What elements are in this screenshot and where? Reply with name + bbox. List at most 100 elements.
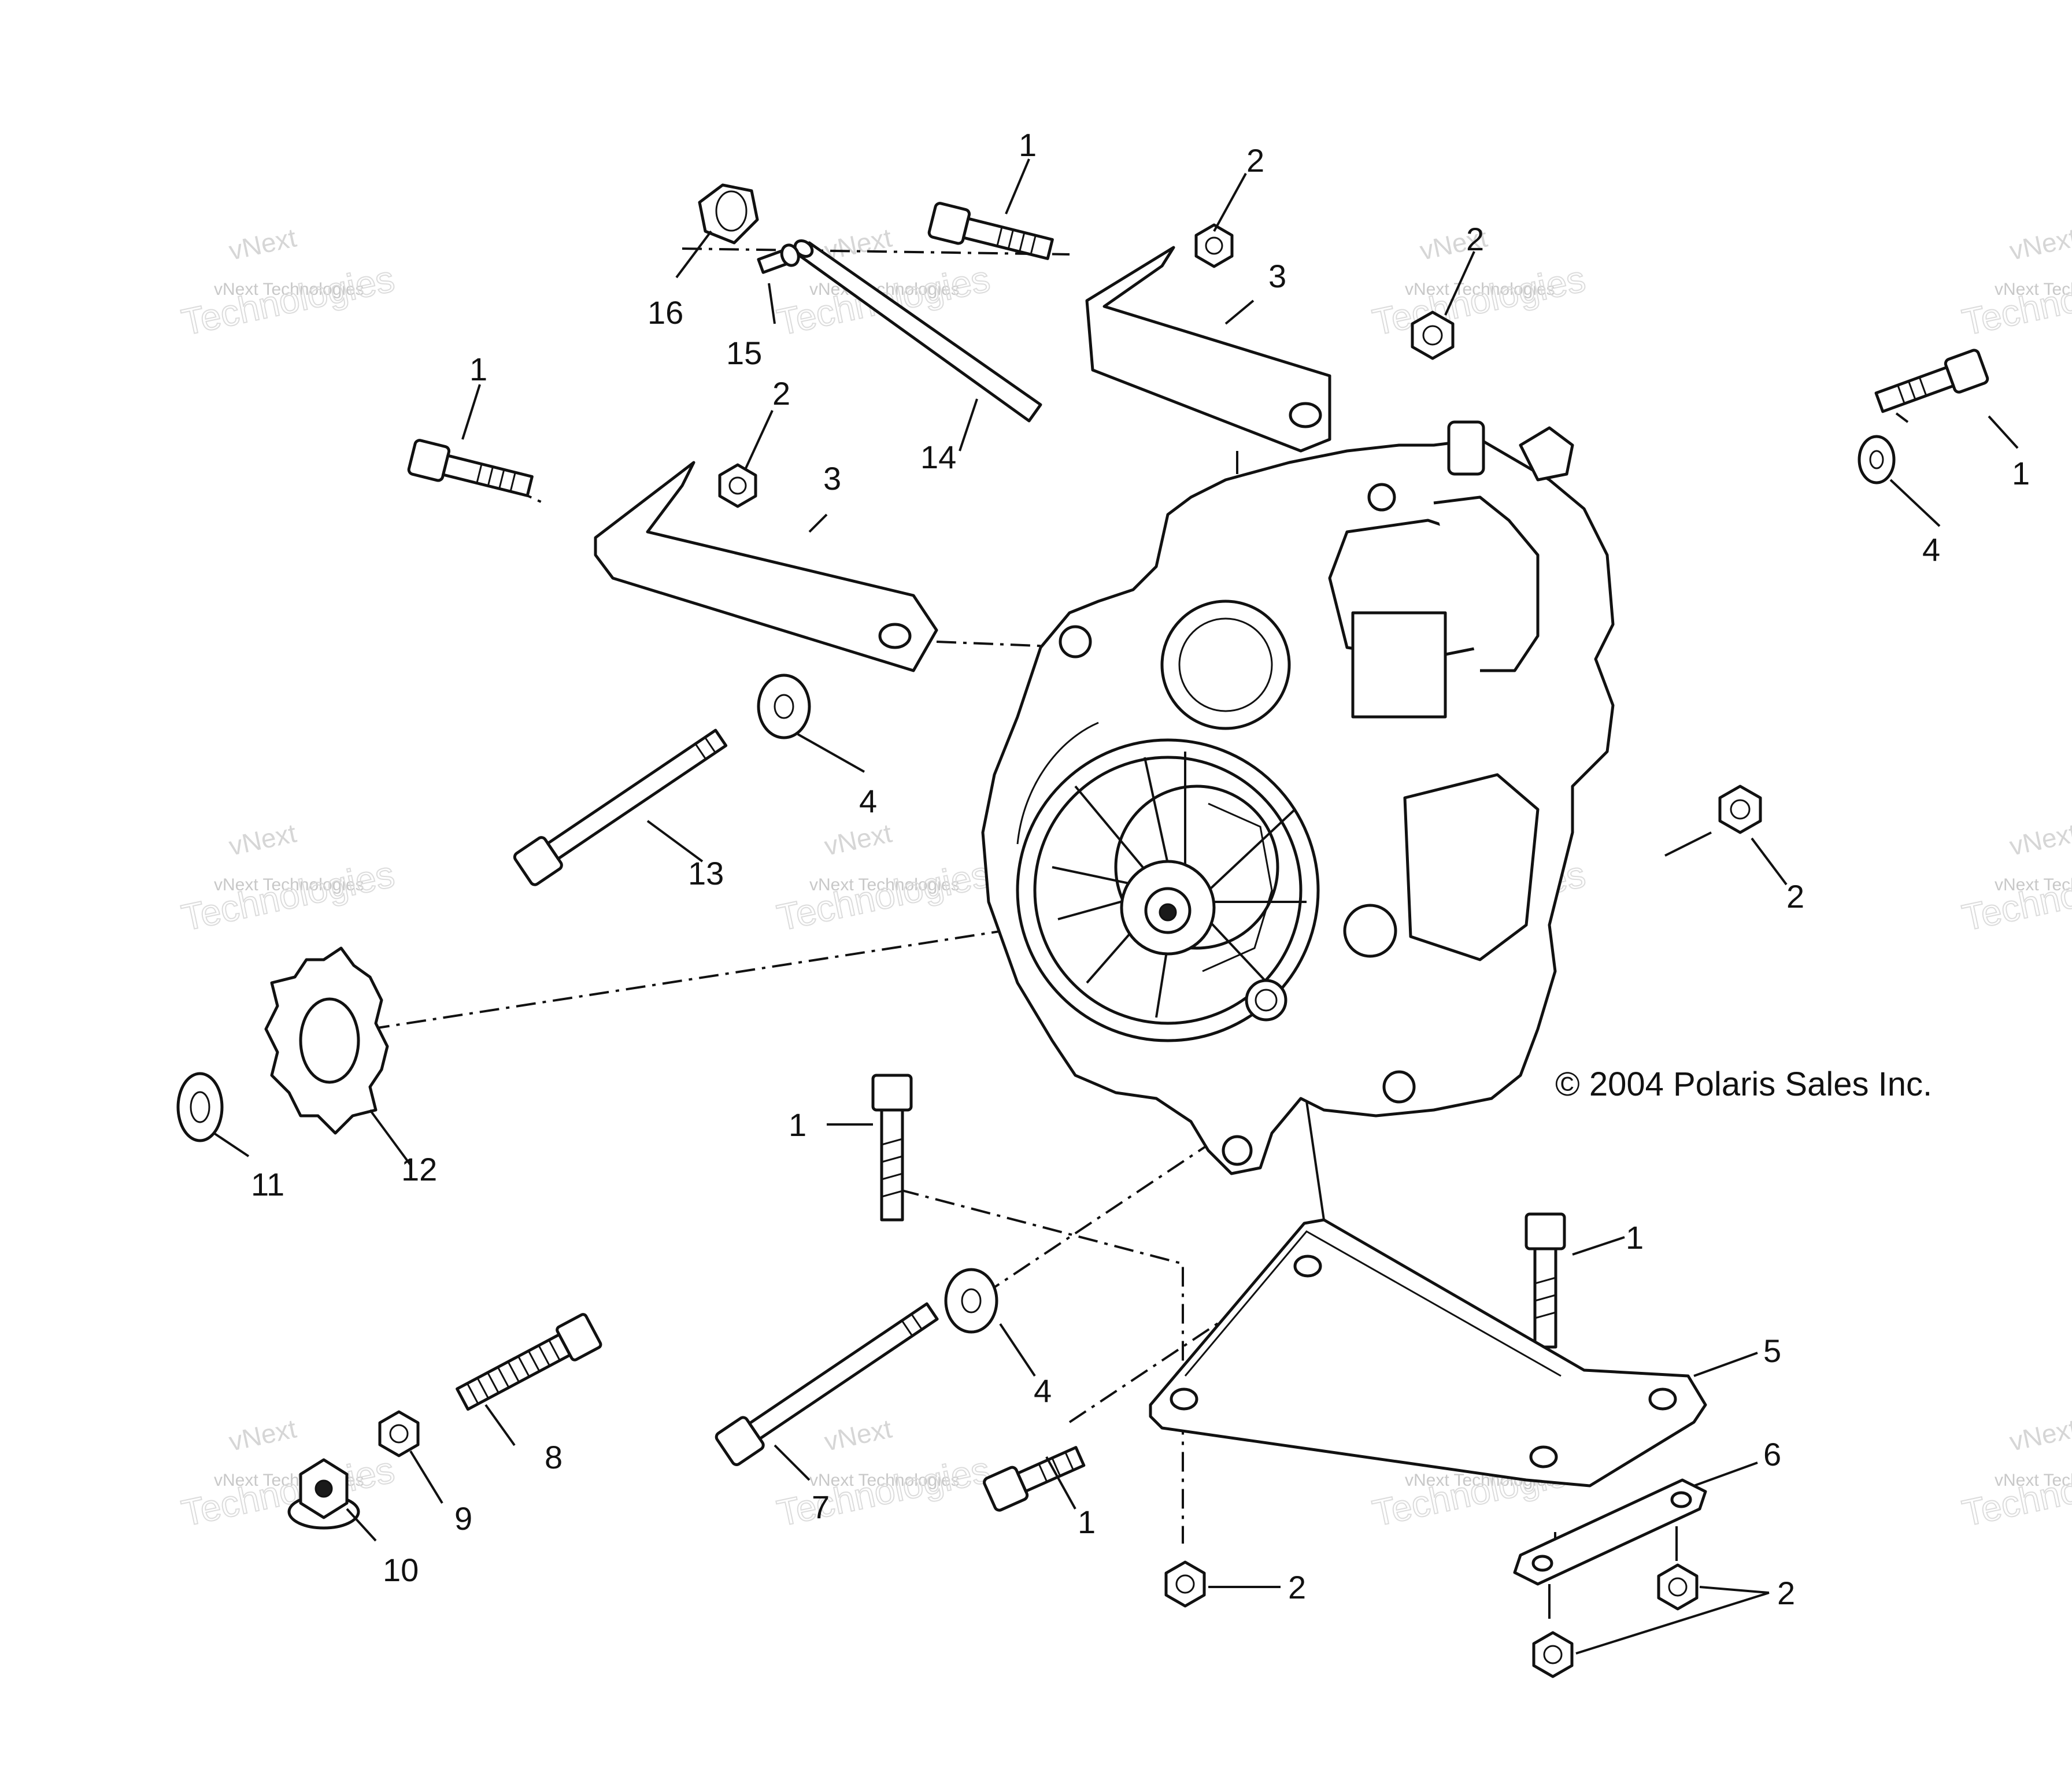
watermark-word: Technologies (178, 853, 398, 939)
part-bolt-mid (871, 1074, 913, 1222)
mount-ear-hole-top (1367, 483, 1396, 512)
bolt-shank (880, 1108, 904, 1222)
part-nut-top-1 (1194, 223, 1234, 268)
centerline-bracket-bolt (1068, 1259, 1314, 1423)
callout-7: 7 (812, 1489, 830, 1525)
strap-plate-hole-2 (1670, 1491, 1692, 1508)
callout-1: 1 (1019, 127, 1037, 163)
callout-9: 9 (454, 1500, 472, 1537)
callout-5: 5 (1763, 1333, 1781, 1369)
callout-2: 2 (772, 375, 790, 412)
callout-2: 2 (1246, 142, 1264, 179)
callout-4: 4 (1922, 531, 1940, 568)
bracket-body (594, 461, 938, 672)
watermark-word: Technologies (178, 1449, 398, 1534)
watermark-tile: vNext vNext Technologies Technologies (177, 1413, 398, 1534)
callout-14: 14 (920, 439, 956, 475)
part-strap-plate (1513, 1478, 1707, 1586)
centerline-sprocket-shaft (369, 924, 1041, 1030)
callout-8: 8 (545, 1439, 563, 1475)
bracket-hole (1289, 402, 1322, 428)
mounting-bracket-body (1149, 1218, 1707, 1488)
watermark-tile: vNext vNext Technologies Technologies (773, 1413, 994, 1534)
callout-11: 11 (251, 1166, 284, 1202)
watermark-tile: vNext vNext Technologies Technologies (1958, 222, 2072, 343)
stud-head (556, 1313, 602, 1361)
part-bolt-top (927, 202, 1054, 260)
vent-plug (1519, 426, 1574, 482)
leader-lines (213, 158, 2019, 1655)
washer-body (176, 1072, 224, 1142)
watermark-brand: vNext (2007, 222, 2072, 265)
callout-2: 2 (1288, 1569, 1306, 1605)
nut-body (378, 1410, 420, 1457)
washer-body (757, 674, 811, 739)
callout-13: 13 (688, 855, 724, 891)
watermark-brand: vNext (226, 222, 299, 265)
part-bracket-lower (594, 461, 938, 672)
sprocket-bore (299, 997, 360, 1084)
callout-16: 16 (648, 294, 683, 331)
part-bracket-upper (1085, 246, 1331, 453)
watermark-company: vNext Technologies (1995, 1471, 2072, 1490)
shaft-seal (1245, 979, 1287, 1022)
watermark-company: vNext Technologies (1995, 280, 2072, 299)
part-nut-9 (378, 1410, 420, 1457)
part-washer-lower (944, 1268, 998, 1334)
centerline-right-nut (1664, 831, 1712, 857)
part-washer-right (1858, 435, 1896, 484)
nut-body (1194, 223, 1234, 268)
housing-contour (1016, 722, 1099, 845)
gearcase-assembly (981, 420, 1615, 1175)
callout-12: 12 (401, 1151, 437, 1187)
part-clip-16 (698, 183, 759, 245)
washer-body (1858, 435, 1896, 484)
part-nut-plate-1 (1657, 1563, 1699, 1611)
watermark-tile: vNext vNext Technologies Technologies (1958, 817, 2072, 939)
watermark-word: Technologies (1369, 258, 1589, 343)
part-stud-8 (456, 1313, 602, 1411)
part-rod-14 (793, 239, 1042, 423)
strap-plate-body (1513, 1478, 1707, 1586)
callout-1: 1 (2012, 455, 2030, 491)
mount-ear-hole-bottom (1222, 1135, 1253, 1166)
part-washer-mid (757, 674, 811, 739)
mounting-bracket-gusset (1184, 1230, 1562, 1377)
callout-1: 1 (789, 1107, 806, 1143)
screw-head (780, 243, 800, 267)
watermark-brand: vNext (2007, 817, 2072, 861)
watermark-word: Technologies (178, 258, 398, 343)
lower-side-housing (1403, 773, 1540, 961)
part-nut-plate-2 (1532, 1631, 1574, 1678)
part-bolt-lower (983, 1446, 1086, 1512)
watermark-brand: vNext (226, 817, 299, 861)
callout-1: 1 (1626, 1219, 1644, 1256)
callout-1: 1 (1078, 1504, 1096, 1540)
callout-3: 3 (1268, 258, 1286, 294)
upper-bearing-cover-ring (1178, 617, 1273, 712)
centerline-upper-bracket (936, 641, 1053, 648)
watermark-brand: vNext (822, 817, 894, 861)
bracket-hole (878, 623, 912, 649)
watermark-tile: vNext vNext Technologies Technologies (773, 817, 994, 939)
shift-solenoid (1351, 611, 1447, 719)
part-flange-nut-10 (287, 1458, 360, 1530)
watermark-brand: vNext (2007, 1413, 2072, 1456)
nut-body (1718, 785, 1762, 834)
part-screw-15 (757, 243, 800, 274)
mounting-bracket-hole-bottom (1529, 1445, 1558, 1468)
part-nut-left (718, 463, 757, 508)
watermark-company: vNext Technologies (809, 1471, 960, 1490)
nut-body (1532, 1631, 1574, 1678)
part-bolt-bracket (1525, 1212, 1566, 1349)
watermark-word: Technologies (1959, 258, 2072, 343)
side-housing (1433, 495, 1540, 672)
centerline-top-bolt (682, 247, 1070, 256)
mount-ear-hole-left (1059, 625, 1092, 658)
bolt-shank (748, 1302, 939, 1441)
nut-body (718, 463, 757, 508)
upper-bearing-cover (1160, 600, 1291, 730)
copyright-notice: © 2004 Polaris Sales Inc. (1555, 1065, 1932, 1103)
mounting-bracket-hole-left (1170, 1388, 1198, 1411)
